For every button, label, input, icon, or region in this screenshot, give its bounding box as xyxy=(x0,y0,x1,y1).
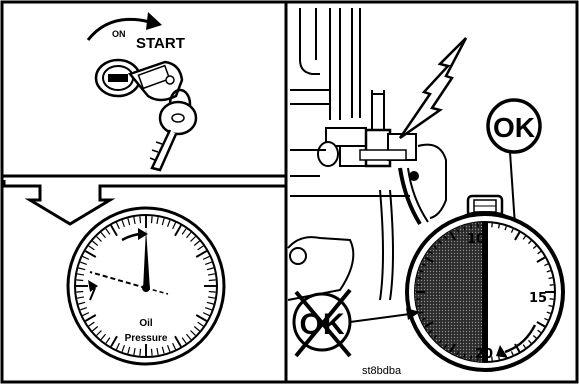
on-label: ON xyxy=(112,29,126,39)
gauge-label-oil: Oil xyxy=(139,318,153,329)
oil-pressure-sender xyxy=(360,130,416,166)
not-ok-badge: OK xyxy=(294,290,350,356)
tick-mark xyxy=(499,225,500,229)
gauge-label-pressure: Pressure xyxy=(125,333,168,344)
tick-mark xyxy=(471,225,472,229)
tick-mark xyxy=(209,291,216,292)
tick-mark xyxy=(418,278,422,279)
needle-hub xyxy=(142,284,150,292)
oil-pressure-gauge: Oil Pressure xyxy=(68,208,224,364)
tick-mark xyxy=(151,216,152,223)
wire-connector xyxy=(409,171,419,181)
tick-mark xyxy=(471,356,472,360)
start-label: START xyxy=(136,35,185,52)
tick-mark xyxy=(140,349,141,356)
ok-badge: OK xyxy=(488,100,540,152)
tick-mark xyxy=(151,349,152,356)
tick-mark xyxy=(418,306,422,307)
tick-mark xyxy=(209,280,216,281)
stopwatch-hand xyxy=(482,222,488,362)
figure-code: st8bdba xyxy=(362,365,402,377)
sender-stem xyxy=(372,94,384,134)
tick-mark xyxy=(549,306,553,307)
tick-mark xyxy=(140,216,141,223)
ok-badge-label: OK xyxy=(493,112,535,143)
tick-mark xyxy=(76,291,83,292)
stopwatch-number-15: 15 xyxy=(529,291,547,306)
tick-mark xyxy=(549,278,553,279)
tick-mark xyxy=(76,280,83,281)
